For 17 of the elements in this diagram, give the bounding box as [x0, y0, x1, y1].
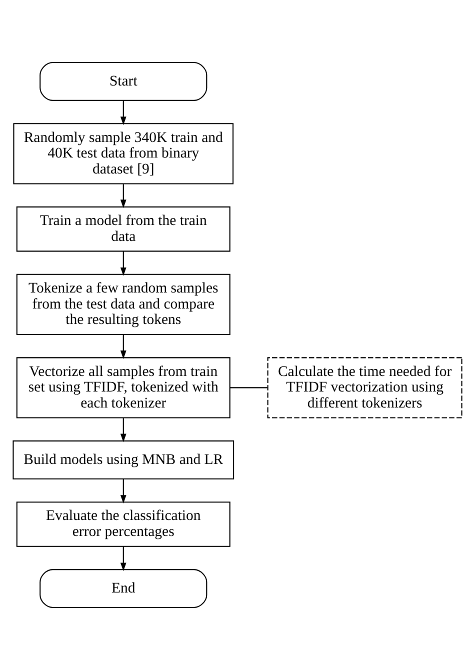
node-box: Train a model from the train data [16, 206, 230, 252]
node-box: Tokenize a few random samples from the test data and compare the resulting tokens [16, 273, 230, 334]
node-box: Build models using MNB and LR [12, 440, 234, 479]
arrow [120, 100, 126, 125]
node-box: Randomly sample 340K train and 40K test data from binary dataset [9] [12, 122, 234, 184]
arrow [120, 184, 126, 208]
node-box: Start [39, 61, 207, 100]
arrow [120, 478, 126, 504]
node-box: Vectorize all samples from train set using TFIDF, tokenized with each tokenizer [16, 356, 230, 418]
node-box: Calculate the time needed for TFIDF vectorization using different tokenizers [266, 356, 462, 418]
arrow [120, 250, 126, 276]
node-box: Evaluate the classification error percentages [16, 501, 230, 546]
arrow [120, 418, 126, 442]
arrow [120, 334, 126, 358]
node-box: End [39, 568, 207, 608]
arrow [120, 546, 126, 571]
connector [229, 386, 267, 388]
